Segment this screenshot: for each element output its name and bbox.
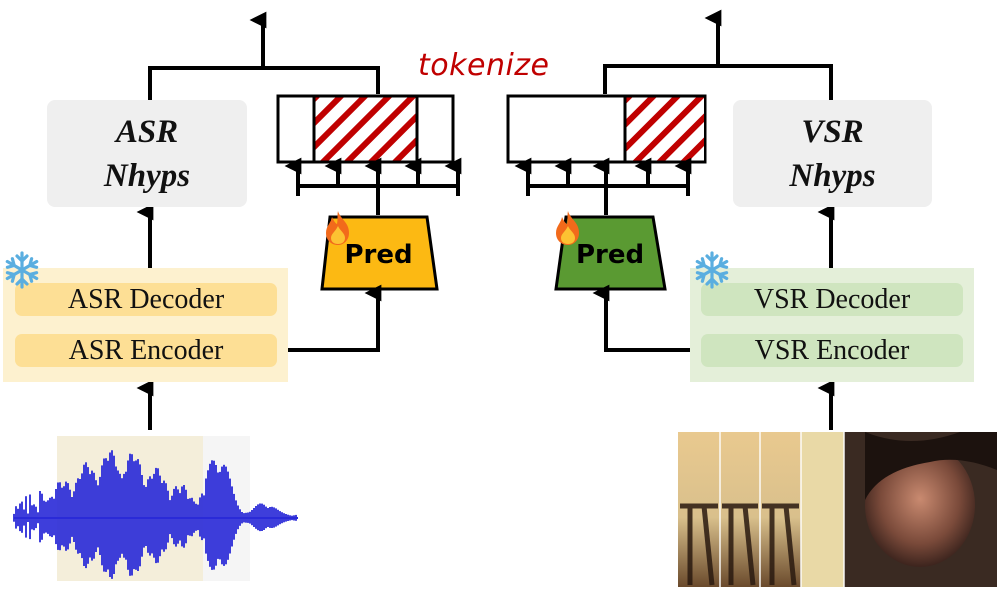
vsr-decoder-block: VSR Decoder bbox=[701, 283, 963, 316]
vsr-nhyps-line1: VSR bbox=[801, 113, 864, 150]
asr-nhyps-line2: Nhyps bbox=[103, 157, 191, 194]
video-frames-input bbox=[678, 432, 997, 587]
vsr-decoder-label: VSR Decoder bbox=[753, 283, 911, 315]
asr-predictor-label: Pred bbox=[344, 240, 413, 270]
tokenize-label: tokenize bbox=[418, 48, 550, 83]
vsr-model-panel: VSR Decoder VSR Encoder bbox=[690, 268, 974, 382]
asr-decoder-label: ASR Decoder bbox=[67, 283, 225, 315]
vsr-encoder-label: VSR Encoder bbox=[754, 334, 910, 366]
asr-hatched-tokens bbox=[314, 97, 417, 161]
vsr-predictor-block bbox=[554, 215, 667, 291]
vsr-nhyps-line2: Nhyps bbox=[789, 157, 876, 194]
asr-nhyps-line1: ASR bbox=[115, 113, 179, 150]
vsr-predictor-label: Pred bbox=[575, 240, 645, 270]
vsr-nhyps-box: VSR Nhyps bbox=[733, 100, 932, 207]
vsr-encoder-block: VSR Encoder bbox=[701, 334, 963, 367]
vsr-snowflake-icon bbox=[695, 251, 729, 289]
vsr-fire-icon bbox=[556, 211, 579, 245]
asr-snowflake-icon bbox=[5, 251, 39, 289]
vsr-hatched-tokens bbox=[625, 97, 704, 161]
asr-fire-icon bbox=[326, 211, 349, 245]
asr-nhyps-box: ASR Nhyps bbox=[47, 100, 247, 207]
asr-output-merge-connector bbox=[148, 11, 380, 100]
asr-predictor-block bbox=[320, 215, 439, 291]
asr-token-box bbox=[276, 94, 455, 164]
asr-encoder-block: ASR Encoder bbox=[15, 334, 277, 367]
vsr-token-box bbox=[506, 94, 707, 164]
vsr-output-merge-connector bbox=[603, 9, 833, 100]
audio-waveform-input bbox=[13, 436, 298, 581]
asr-encoder-label: ASR Encoder bbox=[68, 334, 224, 366]
asr-model-panel: ASR Decoder ASR Encoder bbox=[3, 268, 288, 382]
vsr-encoder-to-pred-connector bbox=[592, 284, 700, 352]
asr-decoder-block: ASR Decoder bbox=[15, 283, 277, 316]
asr-encoder-to-pred-connector bbox=[278, 284, 382, 352]
vsr-pred-fanout-arrows bbox=[514, 157, 692, 215]
asr-pred-fanout-arrows bbox=[284, 157, 462, 215]
